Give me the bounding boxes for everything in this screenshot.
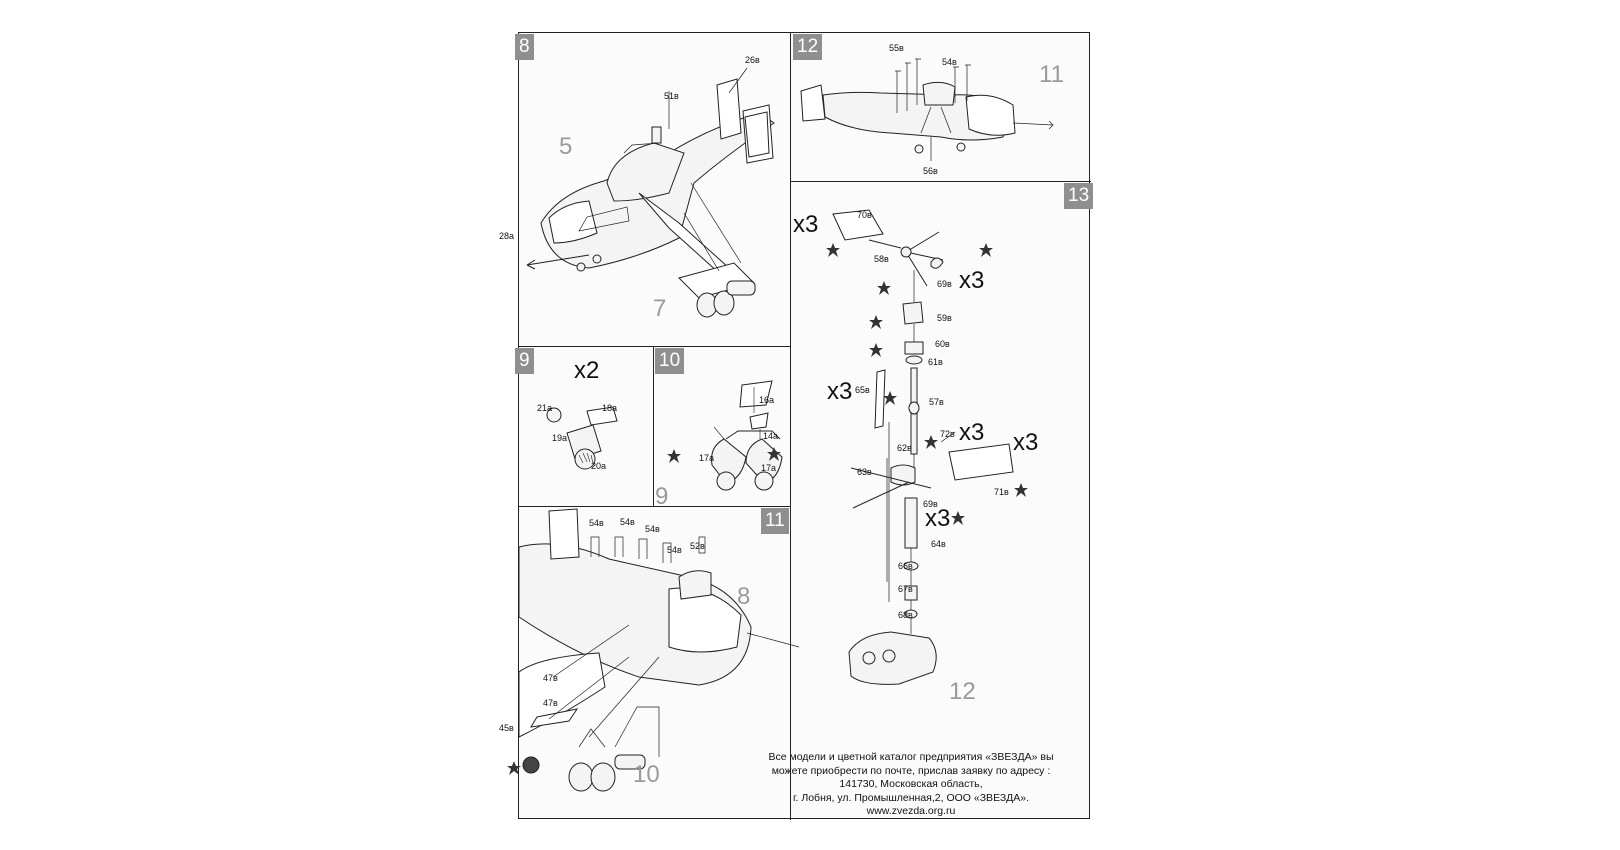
step-12-number: 12 (793, 34, 823, 60)
part-14a-label: 14а (763, 431, 779, 441)
part-17a-left-label: 17а (699, 453, 715, 463)
part-67v-label: 67в (898, 584, 913, 594)
part-63v-label: 63в (857, 467, 872, 477)
step-11-panel (519, 507, 791, 820)
step-9-number: 9 (515, 348, 534, 374)
step-12-helicopter-drawing (791, 33, 1091, 182)
part-45v-label: 45в (499, 723, 514, 733)
part-69v-bottom-label: 69в (923, 499, 938, 509)
step-9-multiplier: x2 (574, 357, 600, 384)
part-20a-label: 20а (591, 461, 607, 471)
footer-line-4: г. Лобня, ул. Промышленная,2, ООО «ЗВЕЗД… (792, 791, 1030, 804)
glue-star-icon (877, 281, 891, 295)
step-8-number: 8 (515, 34, 534, 60)
instruction-sheet: 8 9 10 11 12 13 (499, 32, 1094, 820)
glue-star-icon (667, 449, 681, 463)
part-72v-label: 72в (940, 429, 955, 439)
part-55v-label: 55в (889, 43, 904, 53)
part-18a-label: 18а (602, 403, 618, 413)
part-59v-label: 59в (937, 313, 952, 323)
part-26v-label: 26в (745, 55, 760, 65)
footer-website: www.zvezda.org.ru (866, 805, 956, 817)
step-13-rotor-exploded-drawing (791, 182, 1091, 707)
step-13-multiplier-6: x3 (925, 505, 951, 532)
part-47v-b-label: 47в (543, 698, 558, 708)
step-13-multiplier-4: x3 (959, 419, 985, 446)
part-21a-label: 21а (537, 403, 553, 413)
step-11-helicopter-drawing (519, 507, 791, 820)
part-60v-label: 60в (935, 339, 950, 349)
step-11-number: 11 (761, 508, 789, 534)
part-69v-top-label: 69в (937, 279, 952, 289)
part-17a-right-label: 17а (761, 463, 777, 473)
glue-star-icon (767, 447, 781, 461)
footer-line-3: 141730, Московская область, (839, 778, 983, 790)
step-8-helicopter-drawing (519, 33, 791, 347)
glue-star-icon (507, 761, 521, 775)
footer-line-1: Все модели и цветной каталог предприятия… (768, 751, 1054, 763)
glue-star-icon (883, 391, 897, 405)
part-65v-label: 65в (855, 385, 870, 395)
step-12-callout-11: 11 (1039, 61, 1064, 88)
glue-star-icon (869, 315, 883, 329)
step-13-multiplier-2: x3 (959, 267, 985, 294)
footer-catalog-note: Все модели и цветной каталог предприятия… (761, 751, 1061, 819)
part-54v-label: 54в (942, 57, 957, 67)
part-54v-a-label: 54в (589, 518, 604, 528)
step-8-callout-7: 7 (653, 295, 667, 322)
step-11-callout-10: 10 (633, 761, 660, 788)
glue-star-icon (924, 435, 938, 449)
part-54v-c-label: 54в (645, 524, 660, 534)
part-64v-label: 64в (931, 539, 946, 549)
step-13-multiplier-5: x3 (1013, 429, 1039, 456)
step-13-multiplier-1: x3 (793, 211, 819, 238)
glue-star-icon (951, 511, 965, 525)
step-13-number: 13 (1064, 183, 1094, 209)
step-13-callout-12: 12 (949, 678, 976, 705)
part-57v-label: 57в (929, 397, 944, 407)
step-10-number: 10 (655, 348, 685, 374)
step-13-multiplier-3: x3 (827, 378, 853, 405)
part-19a-label: 19а (552, 433, 568, 443)
step-10-engine-pair-drawing (654, 347, 791, 507)
part-61v-label: 61в (928, 357, 943, 367)
part-56v-label: 56в (923, 166, 938, 176)
step-9-panel (519, 347, 654, 507)
part-66v-label: 66в (898, 561, 913, 571)
step-10-panel (654, 347, 791, 507)
glue-star-icon (826, 243, 840, 257)
step-12-panel (791, 33, 1091, 182)
step-8-callout-5: 5 (559, 133, 573, 160)
part-68v-label: 68в (898, 610, 913, 620)
part-28a-label: 28а (499, 231, 515, 241)
part-51v-label: 51в (664, 91, 679, 101)
glue-star-icon (869, 343, 883, 357)
part-70v-label: 70в (857, 210, 872, 220)
part-16a-label: 16а (759, 395, 775, 405)
footer-line-2: можете приобрести по почте, прислав заяв… (771, 764, 1051, 777)
glue-star-icon (979, 243, 993, 257)
part-62v-label: 62в (897, 443, 912, 453)
part-58v-label: 58в (874, 254, 889, 264)
step-10-callout-9: 9 (655, 483, 669, 510)
step-8-panel (519, 33, 791, 347)
part-52v-label: 52в (690, 541, 705, 551)
glue-star-icon (1014, 483, 1028, 497)
part-54v-d-label: 54в (667, 545, 682, 555)
part-47v-a-label: 47в (543, 673, 558, 683)
part-54v-b-label: 54в (620, 517, 635, 527)
step-11-callout-8: 8 (737, 583, 751, 610)
part-71v-label: 71в (994, 487, 1009, 497)
step-9-engine-drawing (519, 347, 654, 507)
